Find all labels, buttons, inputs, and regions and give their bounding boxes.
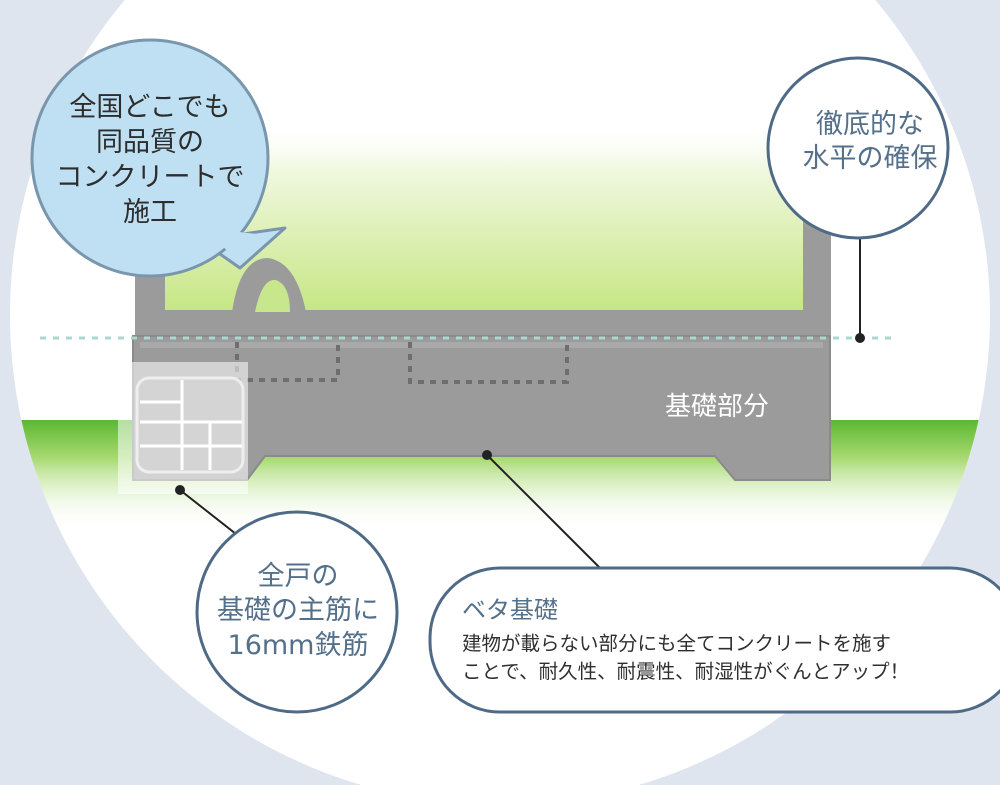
rebar-callout-text: 全戸の 基礎の主筋に 16mm鉄筋 <box>198 560 398 663</box>
quality-bubble <box>30 38 287 278</box>
beta-callout-title: ベタ基礎 <box>462 596 558 624</box>
level-line-text: 水平の確保 <box>802 143 938 175</box>
quality-callout-text: 全国どこでも 同品質の コンクリートで 施工 <box>40 90 260 230</box>
rebar-callout-circle <box>195 510 399 714</box>
rebar-line: 全戸の <box>257 561 339 592</box>
quality-line: 全国どこでも <box>69 92 231 123</box>
void-right <box>408 342 569 384</box>
leader-beta <box>486 454 601 569</box>
quality-line: 施工 <box>123 197 177 229</box>
rebar-grid <box>135 376 245 474</box>
void-left <box>235 342 340 382</box>
rebar-line: 16mm鉄筋 <box>227 629 369 661</box>
level-callout-text: 徹底的な 水平の確保 <box>770 108 970 177</box>
quality-line: 同品質の <box>96 127 204 159</box>
beta-callout-box <box>428 566 1000 714</box>
beta-body-line: 建物が載らない部分にも全てコンクリートを施す <box>462 632 892 655</box>
foundation-label: 基礎部分 <box>665 392 770 422</box>
beta-body-line: ことで、耐久性、耐震性、耐湿性がぐんとアップ！ <box>462 659 910 683</box>
beta-callout-body: 建物が載らない部分にも全てコンクリートを施す ことで、耐久性、耐震性、耐湿性がぐ… <box>462 630 982 685</box>
quality-line: コンクリートで <box>55 162 245 194</box>
level-line-text: 徹底的な <box>816 109 924 140</box>
rebar-line: 基礎の主筋に <box>217 595 379 627</box>
level-callout-circle <box>766 56 950 240</box>
